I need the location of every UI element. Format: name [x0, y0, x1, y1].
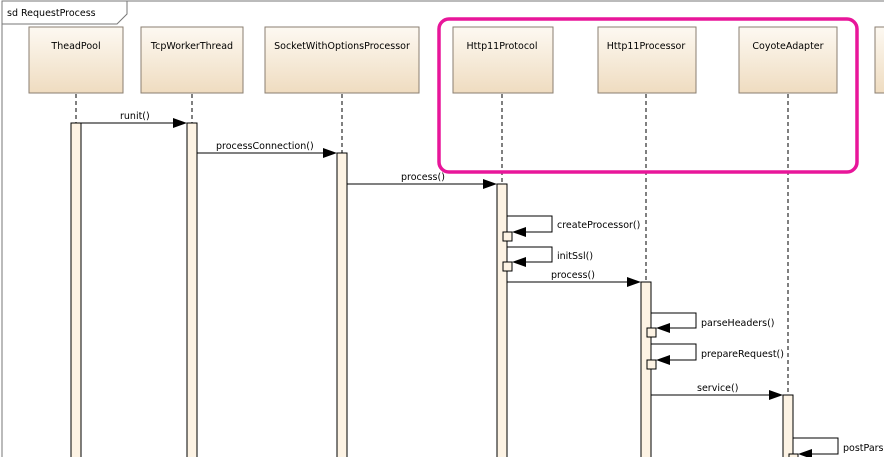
message-runit[interactable]: runit() [81, 111, 187, 128]
message-processconnection[interactable]: processConnection() [197, 141, 337, 158]
activation-socketproc [336, 152, 348, 457]
activation-preparerequest [646, 359, 657, 370]
message-createprocessor[interactable]: createProcessor() [507, 215, 640, 237]
activation-tcpworker [186, 122, 198, 457]
message-label: process() [551, 270, 595, 281]
message-label: runit() [120, 111, 150, 122]
messages: runit() processConnection() process() cr… [81, 111, 884, 457]
message-label: parseHeaders() [701, 318, 775, 329]
activation-createprocessor [502, 231, 513, 242]
activation-http11processor [640, 281, 652, 457]
message-parseheaders[interactable]: parseHeaders() [651, 312, 775, 333]
message-service[interactable]: service() [651, 383, 783, 400]
participant-http11protocol[interactable]: Http11Protocol [452, 26, 554, 94]
frame-title: sd RequestProcess [7, 8, 96, 19]
message-postparse[interactable]: postPars [793, 437, 884, 457]
participant-socketproc[interactable]: SocketWithOptionsProcessor [264, 26, 420, 94]
participant-label: SocketWithOptionsProcessor [274, 41, 410, 52]
message-label: postPars [843, 443, 884, 454]
participant-coyoteadapter[interactable]: CoyoteAdapter [738, 26, 838, 94]
participant-label: Http11Processor [607, 41, 686, 52]
participant-label: TheadPool [50, 41, 100, 52]
message-label: createProcessor() [557, 220, 640, 231]
message-process-protocol[interactable]: process() [347, 172, 497, 189]
participant-label: CoyoteAdapter [752, 41, 823, 52]
activation-http11protocol [496, 183, 508, 457]
activation-postparse [788, 453, 799, 457]
message-initssl[interactable]: initSsl() [507, 246, 593, 267]
highlight-box [437, 17, 859, 174]
participant-threadpool[interactable]: TheadPool [28, 26, 124, 94]
activation-initssl [502, 261, 513, 272]
message-label: initSsl() [557, 251, 593, 262]
participant-label: TcpWorkerThread [150, 41, 233, 52]
message-label: processConnection() [216, 141, 314, 152]
participant-offscreen [874, 26, 884, 94]
activation-coyoteadapter [782, 394, 794, 457]
message-label: process() [401, 172, 445, 183]
activation-parseheaders [646, 327, 657, 338]
lifelines [75, 94, 789, 457]
message-label: prepareRequest() [701, 349, 784, 360]
message-label: service() [697, 383, 738, 394]
participant-http11processor[interactable]: Http11Processor [597, 26, 697, 94]
participants: TheadPool TcpWorkerThread SocketWithOpti… [28, 26, 884, 94]
message-process-processor[interactable]: process() [507, 270, 641, 287]
participant-label: Http11Protocol [467, 41, 538, 52]
activations [70, 122, 799, 457]
activation-threadpool [70, 122, 82, 457]
participant-tcpworker[interactable]: TcpWorkerThread [140, 26, 244, 94]
message-preparerequest[interactable]: prepareRequest() [651, 343, 784, 365]
